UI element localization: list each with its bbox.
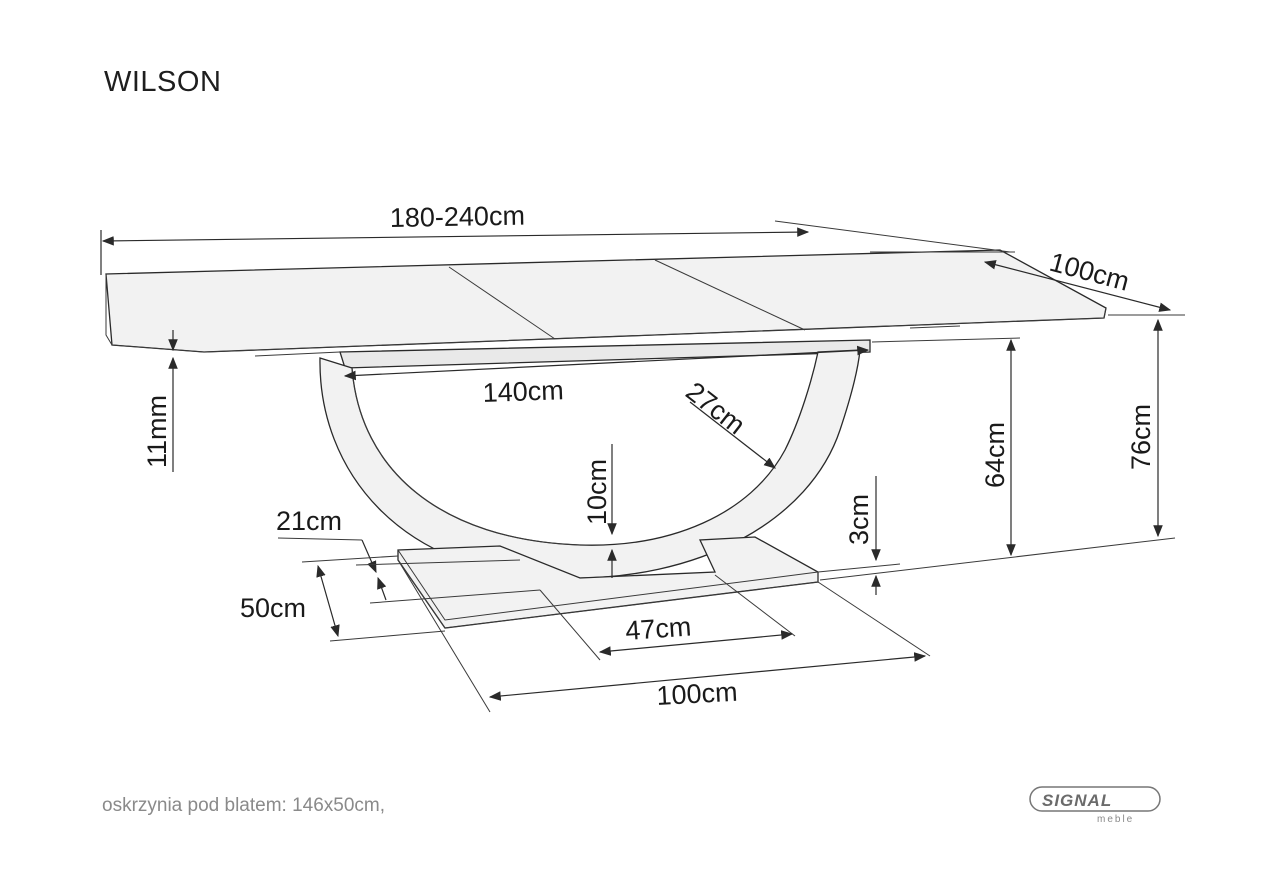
label-base-length: 100cm bbox=[656, 677, 739, 711]
signal-logo: SIGNAL meble bbox=[1029, 786, 1161, 825]
label-total-height: 76cm bbox=[1126, 404, 1156, 470]
label-top-thickness: 11mm bbox=[142, 395, 172, 468]
dim-leg-width bbox=[277, 537, 541, 604]
label-height-apron: 64cm bbox=[980, 422, 1010, 488]
dim-overall-length bbox=[100, 220, 1015, 275]
label-arch-width: 27cm bbox=[680, 376, 751, 440]
dim-apron-length bbox=[343, 345, 870, 381]
dim-base-depth bbox=[301, 555, 446, 642]
dim-total-height bbox=[819, 318, 1176, 581]
product-title: WILSON bbox=[104, 66, 222, 98]
dim-top-depth bbox=[983, 260, 1185, 316]
label-base-thickness: 3cm bbox=[844, 494, 874, 545]
footnote-text: oskrzynia pod blatem: 146x50cm, bbox=[102, 795, 386, 816]
label-apron-length: 140cm bbox=[482, 375, 564, 408]
tabletop bbox=[105, 249, 1107, 369]
logo-sub: meble bbox=[1097, 814, 1134, 825]
label-arch-gap: 10cm bbox=[582, 459, 612, 525]
dim-arch-width bbox=[689, 401, 776, 469]
dim-base-inner bbox=[539, 574, 796, 661]
dim-height-apron bbox=[871, 337, 1021, 557]
dim-base-thickness bbox=[817, 476, 901, 595]
dim-base-length bbox=[397, 559, 931, 713]
logo-name: SIGNAL bbox=[1042, 791, 1112, 810]
label-base-depth: 50cm bbox=[240, 593, 306, 623]
label-base-inner: 47cm bbox=[624, 611, 692, 646]
label-leg-width: 21cm bbox=[276, 506, 342, 536]
label-overall-length: 180-240cm bbox=[390, 201, 526, 233]
base-plate bbox=[397, 536, 819, 629]
